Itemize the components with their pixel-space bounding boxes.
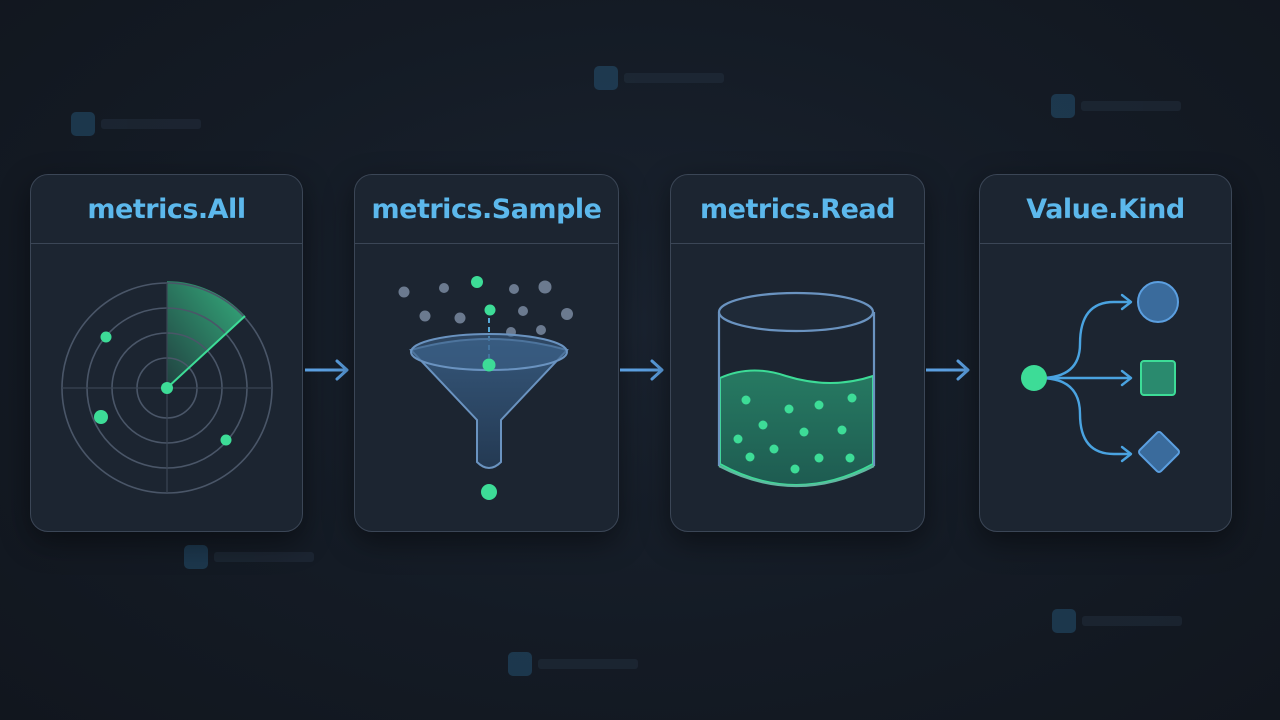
watermark	[184, 545, 314, 569]
step-card-value-kind: Value.Kind	[979, 174, 1232, 532]
watermark-text	[1082, 616, 1182, 626]
step-card-metrics-sample: metrics.Sample	[354, 174, 619, 532]
watermark-logo-icon	[594, 66, 618, 90]
watermark	[508, 652, 638, 676]
watermark-text	[1081, 101, 1181, 111]
step-title: metrics.Sample	[371, 193, 602, 225]
card-body	[980, 244, 1231, 530]
step-title: metrics.Read	[700, 193, 895, 225]
card-body	[31, 244, 302, 530]
watermark-text	[101, 119, 201, 129]
watermark	[594, 66, 724, 90]
step-title: metrics.All	[87, 193, 246, 225]
card-header: metrics.Read	[671, 175, 924, 244]
card-header: metrics.Sample	[355, 175, 618, 244]
card-header: Value.Kind	[980, 175, 1231, 244]
watermark	[1051, 94, 1181, 118]
card-body	[355, 244, 618, 530]
watermark-logo-icon	[1052, 609, 1076, 633]
funnel-icon	[398, 276, 573, 500]
watermark-text	[624, 73, 724, 83]
step-title: Value.Kind	[1026, 193, 1185, 225]
watermark-logo-icon	[184, 545, 208, 569]
watermark	[1052, 609, 1182, 633]
card-header: metrics.All	[31, 175, 302, 244]
step-card-metrics-all: metrics.All	[30, 174, 303, 532]
watermark	[71, 112, 201, 136]
beaker-icon	[717, 291, 876, 487]
watermark-logo-icon	[1051, 94, 1075, 118]
card-body	[671, 244, 924, 530]
watermark-text	[538, 659, 638, 669]
radar-icon	[61, 281, 273, 494]
flow-arrow-icon	[620, 359, 664, 381]
watermark-logo-icon	[71, 112, 95, 136]
flow-arrow-icon	[305, 359, 349, 381]
branch-kinds-icon	[1021, 281, 1180, 473]
flow-arrow-icon	[926, 359, 970, 381]
watermark-logo-icon	[508, 652, 532, 676]
step-card-metrics-read: metrics.Read	[670, 174, 925, 532]
watermark-text	[214, 552, 314, 562]
